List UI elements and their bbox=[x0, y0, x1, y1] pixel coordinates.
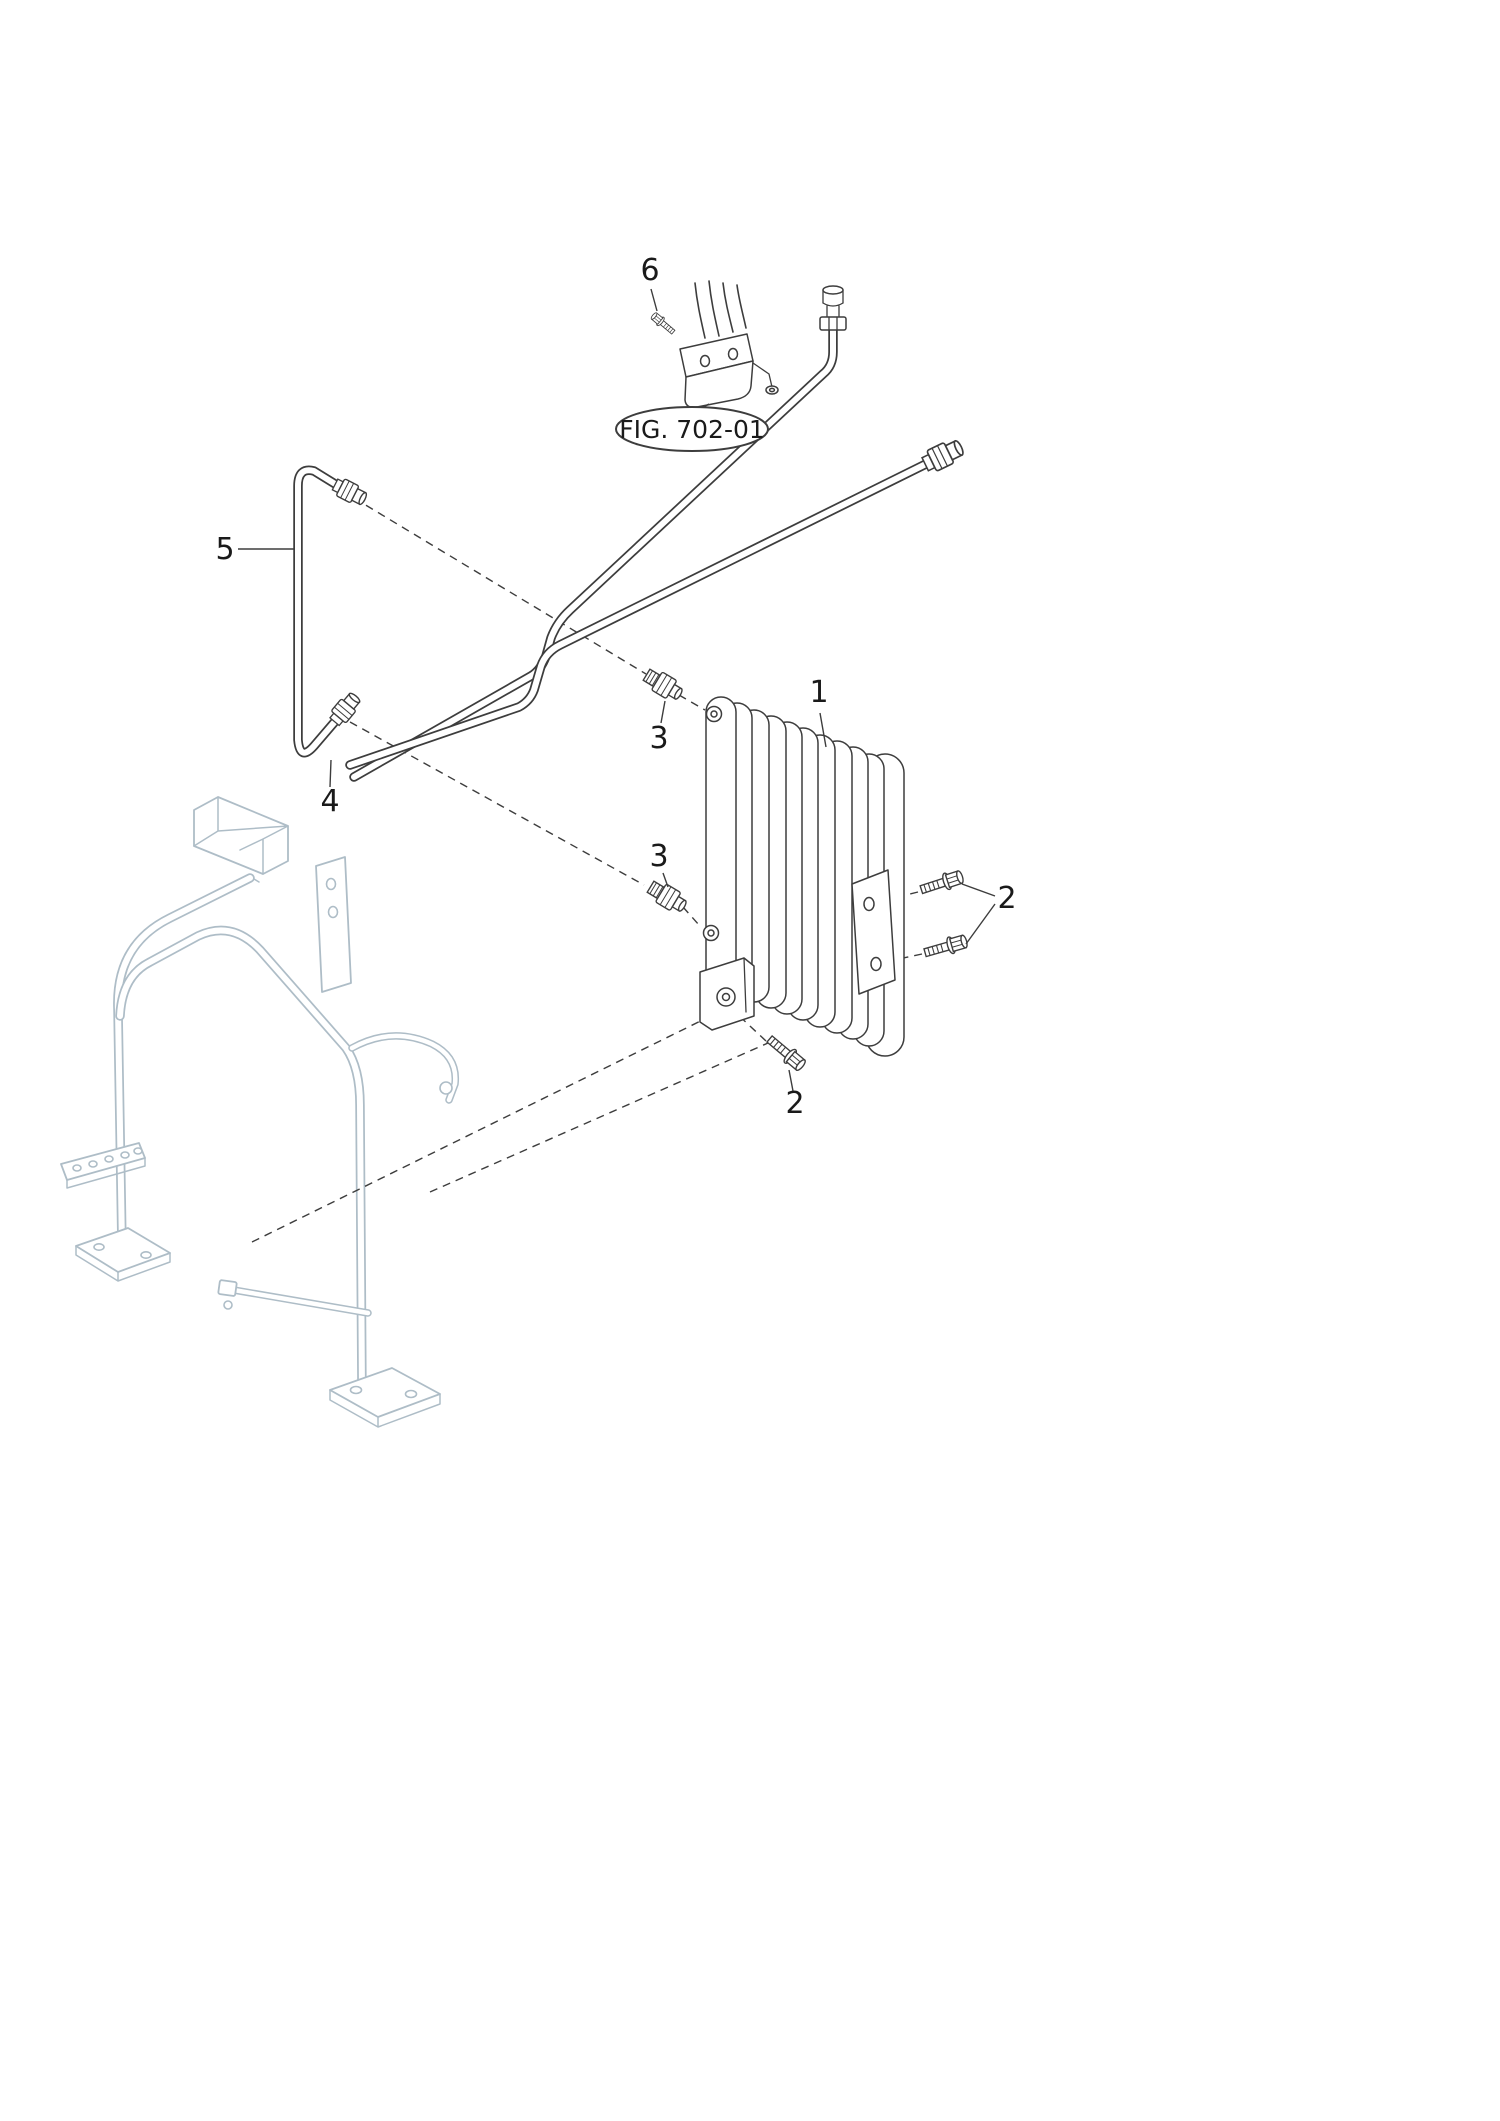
callout-4-label: 4 bbox=[320, 784, 339, 819]
flange-bolt-bottom bbox=[763, 1031, 809, 1074]
oil-pipe-assembly bbox=[293, 285, 968, 782]
pipe-end-fitting bbox=[819, 285, 847, 331]
figure-reference-ellipse[interactable] bbox=[615, 406, 769, 452]
callout-2-right-label: 2 bbox=[997, 881, 1016, 916]
callout-leader-lines bbox=[238, 288, 996, 1092]
flange-bolt-lower-right bbox=[922, 931, 970, 962]
oil-cooler bbox=[699, 696, 905, 1057]
frame-right-foot bbox=[329, 1367, 441, 1428]
hook-arm-hole bbox=[439, 1081, 453, 1095]
frame-left-foot bbox=[75, 1227, 171, 1282]
callout-3-lower-label: 3 bbox=[649, 839, 668, 874]
oil-pipe-upper bbox=[349, 321, 838, 782]
callout-6-label: 6 bbox=[640, 253, 659, 288]
frame-front-hoop-tube bbox=[115, 925, 367, 1397]
pipe-swivel-nut-right bbox=[919, 435, 968, 476]
pipe-nut-upper-left bbox=[330, 475, 370, 509]
cooler-mounting-bracket bbox=[851, 869, 896, 995]
figure-reference-label: FIG. 702-01 bbox=[619, 415, 765, 444]
callout-2-bottom-label: 2 bbox=[785, 1086, 804, 1121]
flange-bolt-upper-right bbox=[918, 867, 966, 899]
clamp-bolt-item6 bbox=[649, 310, 678, 337]
mounting-frame bbox=[60, 796, 460, 1428]
figure-reference-bubble[interactable]: FIG. 702-01 bbox=[615, 403, 769, 452]
cooler-tube bbox=[705, 696, 737, 990]
callout-5-label: 5 bbox=[215, 532, 234, 567]
hex-union-fitting-upper bbox=[640, 665, 687, 705]
cooler-foot-bracket bbox=[699, 957, 755, 1031]
callout-1-label: 1 bbox=[809, 675, 828, 710]
callout-3-upper-label: 3 bbox=[649, 721, 668, 756]
crossbar-clamp bbox=[217, 1279, 238, 1297]
frame-top-bracket bbox=[193, 796, 289, 875]
frame-punched-strap bbox=[60, 1142, 146, 1189]
frame-vertical-bar bbox=[315, 856, 352, 993]
pipe-clamp-bracket-assembly bbox=[649, 280, 779, 409]
